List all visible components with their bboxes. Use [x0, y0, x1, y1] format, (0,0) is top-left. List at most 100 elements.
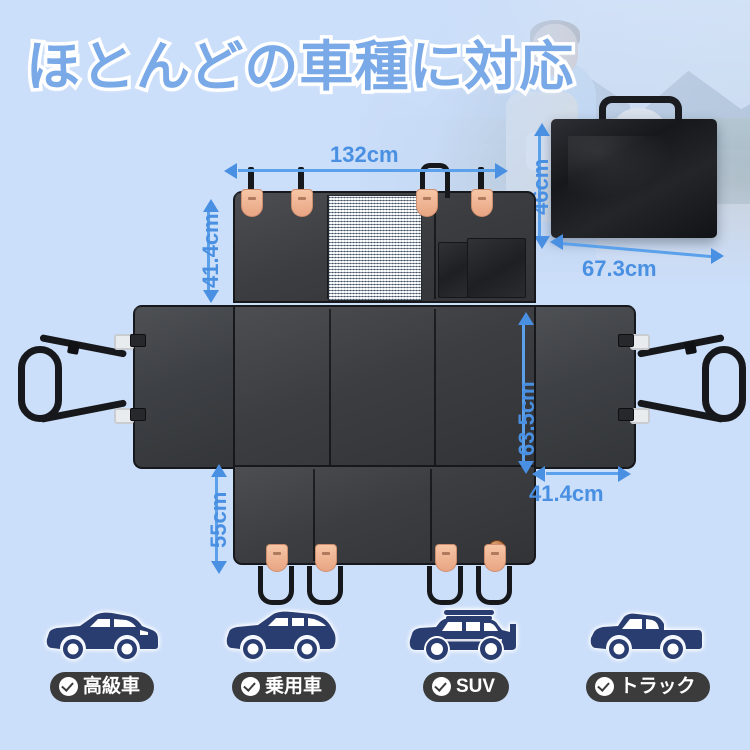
bottom-tab-2	[315, 544, 337, 572]
left-side-flap	[133, 305, 237, 469]
check-icon	[58, 677, 78, 696]
front-drop-height-label: 55cm	[206, 491, 231, 548]
top-strap-4	[478, 167, 484, 193]
top-tab-2	[291, 189, 313, 217]
front-seam-right	[430, 469, 432, 561]
pickup-truck-icon	[588, 608, 708, 664]
seat-sheen	[235, 307, 534, 467]
vehicle-label-suv: SUV	[455, 676, 496, 697]
front-drop-arrow-up	[211, 464, 227, 477]
front-seam-left	[313, 469, 315, 561]
backrest-height-arrow-up	[203, 199, 219, 212]
vehicle-compatibility-row: 高級車 乗用車	[0, 608, 750, 728]
top-width-arrow-right	[495, 163, 508, 179]
front-drop-arrow-down	[211, 561, 227, 574]
check-icon	[240, 677, 260, 696]
badge-truck: トラック	[586, 672, 710, 702]
tab-slit	[322, 552, 330, 555]
left-anchor-lower	[130, 408, 146, 421]
vehicle-label-truck: トラック	[619, 676, 696, 697]
badge-wagon: 乗用車	[231, 672, 336, 702]
sedan-car-icon	[42, 608, 162, 664]
right-flap-sheen	[534, 307, 634, 467]
tab-slit	[248, 197, 256, 200]
bag-body	[551, 119, 717, 238]
carry-bag	[551, 96, 717, 238]
bottom-strap-1	[258, 566, 294, 605]
vehicle-item-sedan: 高級車	[22, 608, 182, 702]
top-width-line	[238, 169, 497, 172]
right-strap-bend	[702, 346, 746, 422]
mesh-window	[328, 195, 422, 301]
page-title: ほとんどの車種に対応	[22, 37, 576, 98]
left-strap-bend	[18, 346, 62, 422]
tab-slit	[423, 197, 431, 200]
bag-handle	[599, 96, 682, 131]
vehicle-item-truck: トラック	[568, 608, 728, 702]
right-strap-slider	[683, 341, 698, 355]
vehicle-label-sedan: 高級車	[82, 676, 140, 697]
side-flap-arrow-right	[618, 466, 631, 482]
top-tab-1	[241, 189, 263, 217]
left-adjustable-straps	[10, 320, 146, 450]
bottom-strap-4	[476, 566, 512, 605]
top-strap-2	[298, 167, 304, 193]
bag-width-arrow-left	[550, 234, 563, 250]
side-flap-width-label: 41.4cm	[529, 481, 604, 506]
bag-height-line	[538, 134, 541, 238]
top-width-label: 132cm	[330, 142, 399, 167]
side-flap-arrow-left	[532, 466, 545, 482]
left-flap-sheen	[135, 307, 235, 467]
bag-width-arrow-right	[711, 248, 724, 264]
badge-suv: SUV	[422, 672, 510, 702]
backrest-seam-right	[434, 195, 436, 299]
side-flap-width-line	[546, 472, 620, 475]
left-anchor-upper	[130, 334, 146, 347]
backrest-height-label: 41.4cm	[198, 213, 223, 288]
bottom-tab-1	[266, 544, 288, 572]
seat-seam-left	[329, 309, 331, 465]
bottom-strap-3	[427, 566, 463, 605]
right-side-flap	[532, 305, 636, 469]
check-icon	[431, 677, 451, 696]
backrest-height-arrow-down	[203, 290, 219, 303]
storage-pocket-large	[467, 238, 526, 298]
right-adjustable-straps	[618, 320, 750, 450]
wagon-car-icon	[224, 608, 344, 664]
top-strap-1	[248, 167, 254, 193]
tab-slit	[442, 552, 450, 555]
right-anchor-lower	[618, 408, 634, 421]
check-icon	[595, 677, 615, 696]
seat-depth-arrow-up	[518, 312, 534, 325]
vehicle-item-wagon: 乗用車	[204, 608, 364, 702]
bottom-tab-3	[435, 544, 457, 572]
bag-height-arrow-down	[534, 236, 550, 249]
seat-panel	[233, 305, 536, 469]
vehicle-item-suv: SUV	[386, 608, 546, 702]
storage-pocket-small	[438, 242, 468, 298]
top-tab-3	[416, 189, 438, 217]
seat-seam-right	[434, 309, 436, 465]
bottom-tab-4	[484, 544, 506, 572]
top-tab-4	[471, 189, 493, 217]
top-width-arrow-left	[224, 163, 237, 179]
bag-sheen	[567, 135, 671, 198]
tab-slit	[273, 552, 281, 555]
bottom-strap-2	[307, 566, 343, 605]
seat-depth-label: 63.5cm	[514, 381, 539, 456]
seat-depth-arrow-down	[518, 461, 534, 474]
backrest-height-line	[207, 210, 210, 292]
front-drop-height-line	[215, 475, 218, 563]
seat-depth-line	[522, 323, 525, 463]
suv-car-icon	[406, 608, 526, 664]
right-anchor-upper	[618, 334, 634, 347]
top-strap-loop-3	[420, 163, 450, 198]
tab-slit	[478, 197, 486, 200]
vehicle-label-wagon: 乗用車	[264, 676, 322, 697]
bag-height-arrow-up	[534, 123, 550, 136]
left-strap-slider	[66, 341, 81, 355]
badge-sedan: 高級車	[49, 672, 154, 702]
tab-slit	[491, 552, 499, 555]
tab-slit	[298, 197, 306, 200]
